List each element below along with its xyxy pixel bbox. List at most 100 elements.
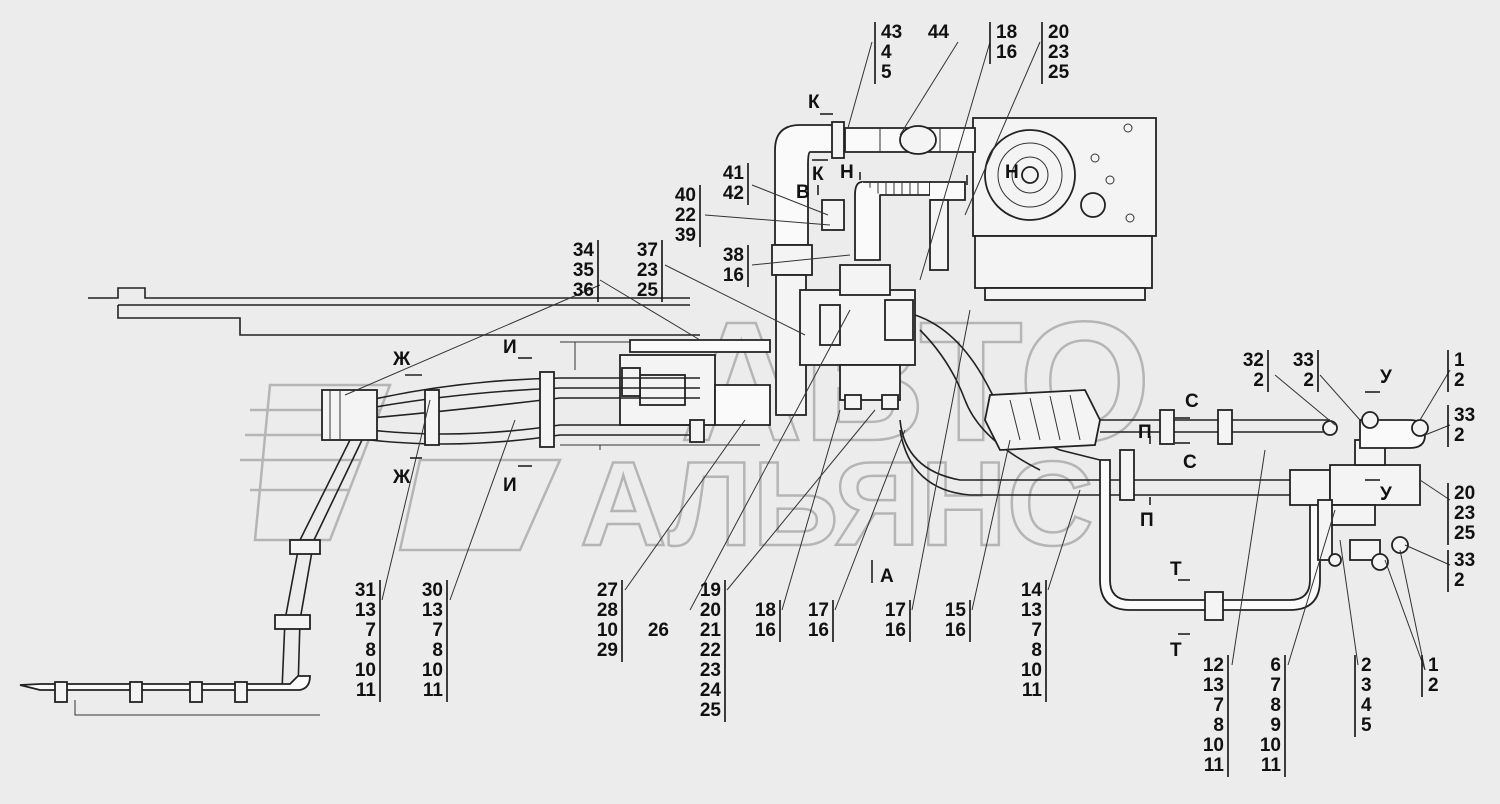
left-connector-block bbox=[321, 389, 378, 441]
section-mark: Т bbox=[1170, 559, 1182, 580]
distributor-left bbox=[619, 339, 771, 426]
tank-unit bbox=[972, 117, 1157, 301]
callout-group: 44 bbox=[928, 22, 950, 43]
section-mark: П bbox=[1140, 510, 1154, 531]
callout-number: 10 bbox=[597, 620, 618, 641]
callout-number: 7 bbox=[365, 620, 376, 641]
section-mark: К bbox=[808, 92, 820, 113]
section-mark: У bbox=[1380, 367, 1392, 388]
callout-number: 20 bbox=[1048, 22, 1069, 43]
watermark-logo bbox=[240, 383, 562, 552]
callout-number: 11 bbox=[1204, 755, 1225, 776]
callout-number: 24 bbox=[700, 680, 722, 701]
section-mark: Н bbox=[1005, 162, 1019, 183]
callout-number: 31 bbox=[355, 580, 377, 601]
callout-number: 10 bbox=[422, 660, 443, 681]
callout-number: 13 bbox=[1203, 675, 1224, 696]
callout-number: 16 bbox=[945, 620, 966, 641]
callout-number: 8 bbox=[1031, 640, 1042, 661]
callout-number: 7 bbox=[1031, 620, 1042, 641]
frame-rails bbox=[88, 287, 760, 450]
callout-number: 23 bbox=[1048, 42, 1069, 63]
callout-group: 332 bbox=[1447, 405, 1475, 447]
callout-number: 10 bbox=[1260, 735, 1281, 756]
callout-number: 8 bbox=[365, 640, 376, 661]
callout-number: 7 bbox=[1213, 695, 1224, 716]
callout-number: 32 bbox=[1243, 350, 1264, 371]
hose-bundle bbox=[321, 371, 705, 448]
section-mark: У bbox=[1380, 484, 1392, 505]
section-mark: Т bbox=[1170, 640, 1182, 661]
junction-block bbox=[984, 389, 1101, 451]
callout-number: 23 bbox=[700, 660, 721, 681]
callout-number: 20 bbox=[700, 600, 721, 621]
callout-number: 2 bbox=[1454, 425, 1465, 446]
callout-number: 13 bbox=[355, 600, 376, 621]
callout-number: 10 bbox=[355, 660, 376, 681]
callout-number: 27 bbox=[597, 580, 618, 601]
callout-group: 12 bbox=[1421, 655, 1439, 697]
callout-number: 21 bbox=[700, 620, 722, 641]
callout-number: 2 bbox=[1361, 655, 1372, 676]
callout-number: 17 bbox=[808, 600, 829, 621]
callout-number: 7 bbox=[1270, 675, 1281, 696]
callout-number: 42 bbox=[723, 183, 744, 204]
callout-number: 14 bbox=[1021, 580, 1043, 601]
section-mark: К bbox=[812, 164, 824, 185]
callout-number: 4 bbox=[881, 42, 892, 63]
callout-number: 8 bbox=[1213, 715, 1224, 736]
callout-number: 20 bbox=[1454, 483, 1475, 504]
callout-number: 25 bbox=[1454, 523, 1476, 544]
section-mark: В bbox=[796, 182, 810, 203]
callout-number: 7 bbox=[432, 620, 443, 641]
callout-group: 322 bbox=[1243, 350, 1269, 392]
callout-number: 16 bbox=[885, 620, 906, 641]
section-mark: С bbox=[1185, 391, 1199, 412]
callout-number: 11 bbox=[423, 680, 444, 701]
callout-number: 38 bbox=[723, 245, 744, 266]
callout-number: 2 bbox=[1454, 570, 1465, 591]
callout-number: 1 bbox=[1454, 350, 1465, 371]
callout-number: 18 bbox=[996, 22, 1017, 43]
callout-number: 18 bbox=[755, 600, 776, 621]
callout-number: 23 bbox=[637, 260, 658, 281]
valve-block bbox=[799, 199, 916, 410]
callout-number: 5 bbox=[1361, 715, 1372, 736]
watermark-line2: АЛЬЯНС bbox=[580, 437, 1094, 571]
section-mark: Н bbox=[840, 162, 854, 183]
callout-number: 33 bbox=[1454, 550, 1475, 571]
section-mark: И bbox=[503, 337, 517, 358]
callout-number: 41 bbox=[723, 163, 745, 184]
callout-number: 23 bbox=[1454, 503, 1475, 524]
callout-number: 2 bbox=[1428, 675, 1439, 696]
callout-number: 9 bbox=[1270, 715, 1281, 736]
section-mark: П bbox=[1138, 422, 1152, 443]
callout-number: 30 bbox=[422, 580, 443, 601]
callout-number: 2 bbox=[1454, 370, 1465, 391]
left-low-pipe bbox=[19, 439, 363, 716]
callout-number: 10 bbox=[1021, 660, 1042, 681]
section-mark: Ж bbox=[392, 349, 411, 370]
callout-number: 22 bbox=[700, 640, 721, 661]
section-mark: И bbox=[503, 475, 517, 496]
callout-number: 6 bbox=[1270, 655, 1281, 676]
callout-number: 11 bbox=[356, 680, 377, 701]
intake-pipe bbox=[771, 121, 976, 416]
callout-number: 11 bbox=[1261, 755, 1282, 776]
